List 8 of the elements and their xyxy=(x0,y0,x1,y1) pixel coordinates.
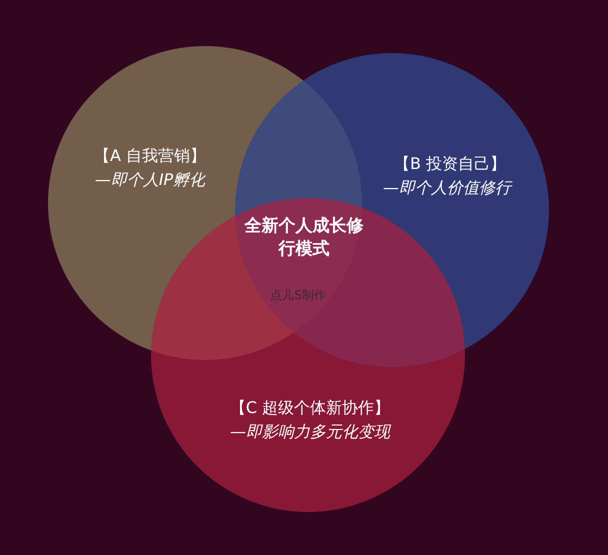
circle-heading: 【A 自我营销】 xyxy=(94,146,206,167)
circle-subtitle: —即影响力多元化变现 xyxy=(230,422,390,443)
circle-heading: 【B 投资自己】 xyxy=(394,154,506,175)
center-title: 全新个人成长修行模式 xyxy=(244,215,364,261)
credit-text: 点儿S制作 xyxy=(270,287,326,304)
circle-subtitle: —即个人IP孵化 xyxy=(94,170,206,191)
circle-heading: 【C 超级个体新协作】 xyxy=(230,398,390,419)
circle-subtitle: —即个人价值修行 xyxy=(383,178,511,199)
